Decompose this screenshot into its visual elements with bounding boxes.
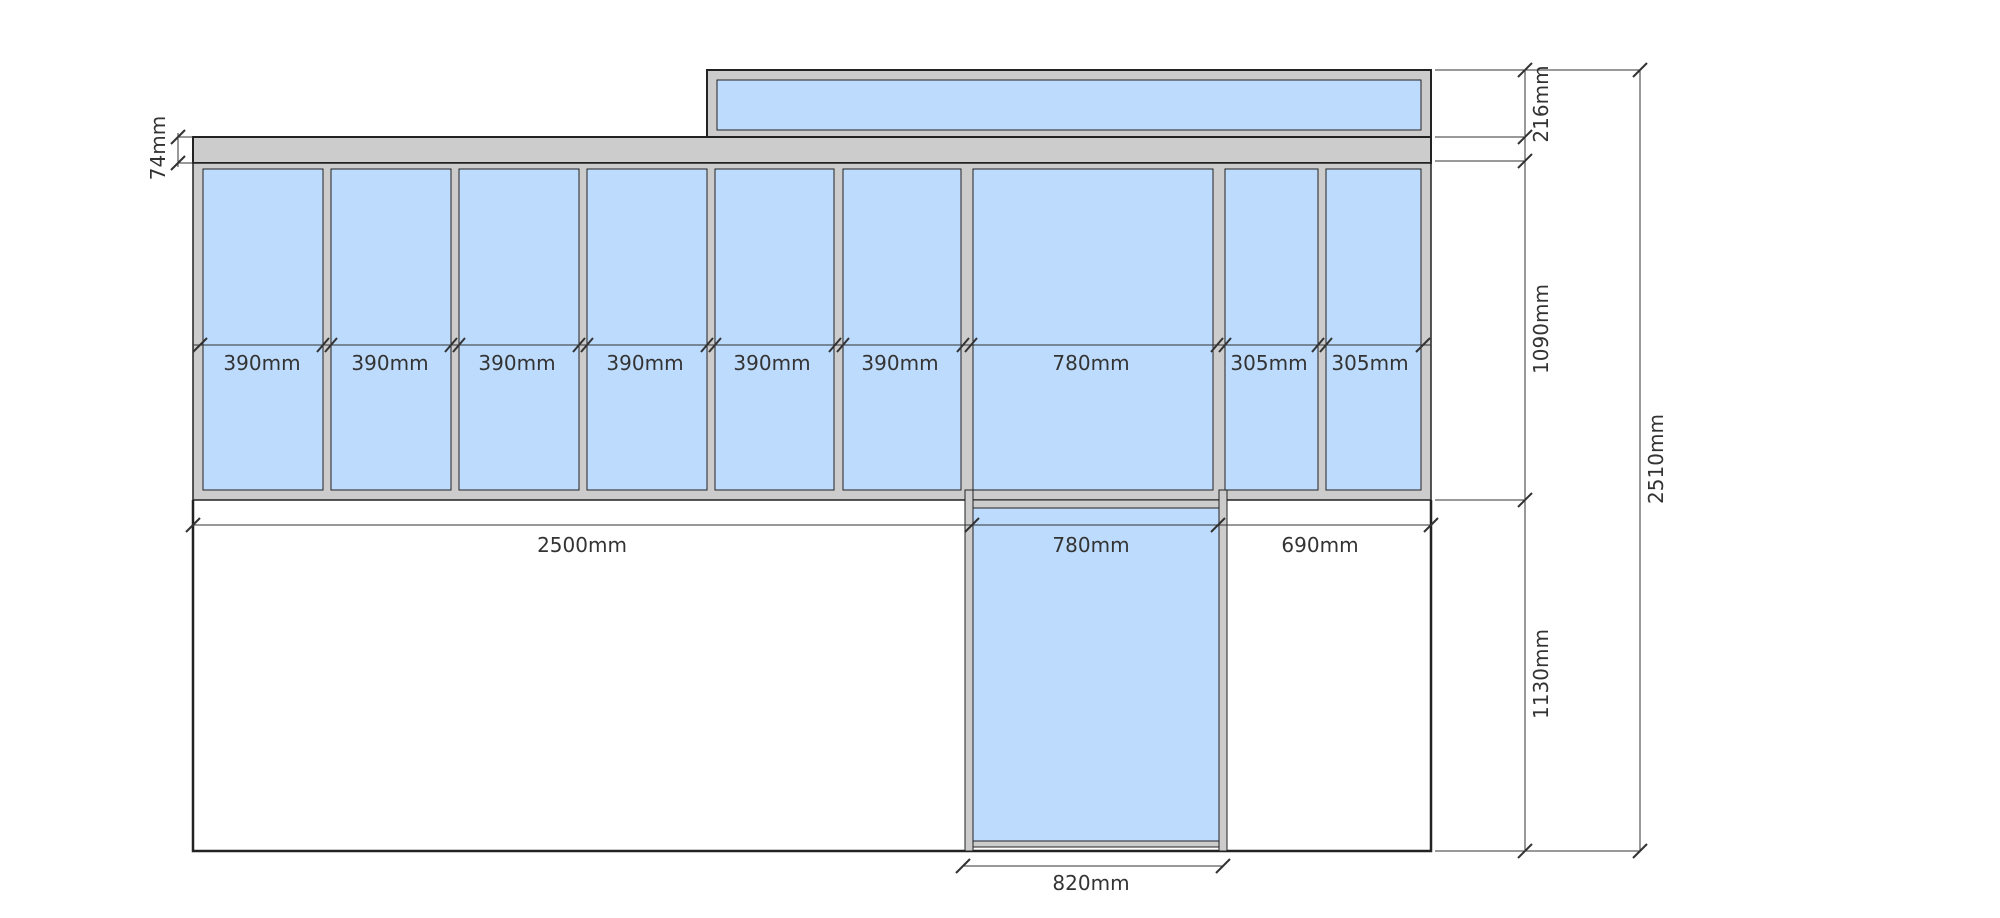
door-glass-pane	[972, 507, 1220, 842]
glass-pane	[202, 168, 324, 491]
glass-pane	[330, 168, 452, 491]
dimension-tick	[444, 337, 458, 353]
pane-width-label: 390mm	[861, 351, 938, 375]
glass-pane	[714, 168, 835, 491]
glass-pane	[1325, 168, 1422, 491]
dimension-tick	[185, 517, 201, 533]
upper-height-label: 1090mm	[1529, 284, 1553, 374]
dimension-tick	[1319, 337, 1333, 353]
dimension-tick	[324, 337, 338, 353]
pane-width-label: 390mm	[223, 351, 300, 375]
glass-pane	[586, 168, 708, 491]
dimension-tick	[1210, 517, 1226, 533]
pane-width-label: 390mm	[351, 351, 428, 375]
door-post-right	[1218, 489, 1228, 852]
dimension-tick	[1215, 858, 1231, 874]
glass-pane	[1224, 168, 1319, 491]
dimension-tick	[1423, 517, 1439, 533]
dimension-annotations: 390mm 390mm 390mm 390mm 390mm 390mm 780m…	[146, 62, 1668, 895]
lower-height-label: 1130mm	[1529, 629, 1553, 719]
transom-glass-pane	[716, 79, 1422, 131]
dimension-tick	[170, 129, 186, 145]
dimension-tick	[708, 337, 722, 353]
dimension-tick	[1517, 129, 1533, 145]
dimension-tick	[1210, 337, 1224, 353]
wall-left-width-label: 2500mm	[537, 533, 627, 557]
door-head	[972, 499, 1220, 509]
glass-pane	[842, 168, 962, 491]
dimension-tick	[1632, 62, 1648, 78]
dimension-tick	[572, 337, 586, 353]
dimension-tick	[828, 337, 842, 353]
lower-wall-outline	[191, 500, 1433, 853]
door-width-label: 780mm	[1052, 533, 1129, 557]
header-height-label: 74mm	[146, 116, 170, 180]
dimension-tick	[452, 337, 466, 353]
dimension-tick	[1517, 492, 1533, 508]
dimension-tick	[956, 337, 970, 353]
dimension-tick	[964, 337, 978, 353]
dimension-tick	[955, 858, 971, 874]
door-upper-width-label: 780mm	[1052, 351, 1129, 375]
dimension-tick	[1415, 337, 1431, 353]
glass-pane	[458, 168, 580, 491]
dimension-tick	[170, 155, 186, 171]
dimension-tick	[192, 337, 208, 353]
door-post-left	[964, 489, 974, 852]
pane-width-label: 390mm	[606, 351, 683, 375]
dimension-tick	[1218, 337, 1232, 353]
dimension-tick	[836, 337, 850, 353]
header-bar	[192, 136, 1432, 164]
total-height-label: 2510mm	[1644, 414, 1668, 504]
pane-width-label: 305mm	[1331, 351, 1408, 375]
dimension-tick	[1517, 153, 1533, 169]
door-outer-width-label: 820mm	[1052, 871, 1129, 895]
dimension-tick	[1311, 337, 1325, 353]
dimension-tick	[964, 517, 980, 533]
pane-width-label: 390mm	[478, 351, 555, 375]
pane-width-label: 390mm	[733, 351, 810, 375]
wall-structure	[191, 69, 1433, 853]
door-threshold	[972, 840, 1220, 848]
dimension-tick	[316, 337, 330, 353]
dimension-tick	[580, 337, 594, 353]
pane-width-label: 305mm	[1230, 351, 1307, 375]
dimension-tick	[700, 337, 714, 353]
dimension-tick	[1632, 843, 1648, 859]
wall-right-width-label: 690mm	[1281, 533, 1358, 557]
glass-pane	[972, 168, 1214, 491]
transom-height-label: 216mm	[1529, 65, 1553, 142]
